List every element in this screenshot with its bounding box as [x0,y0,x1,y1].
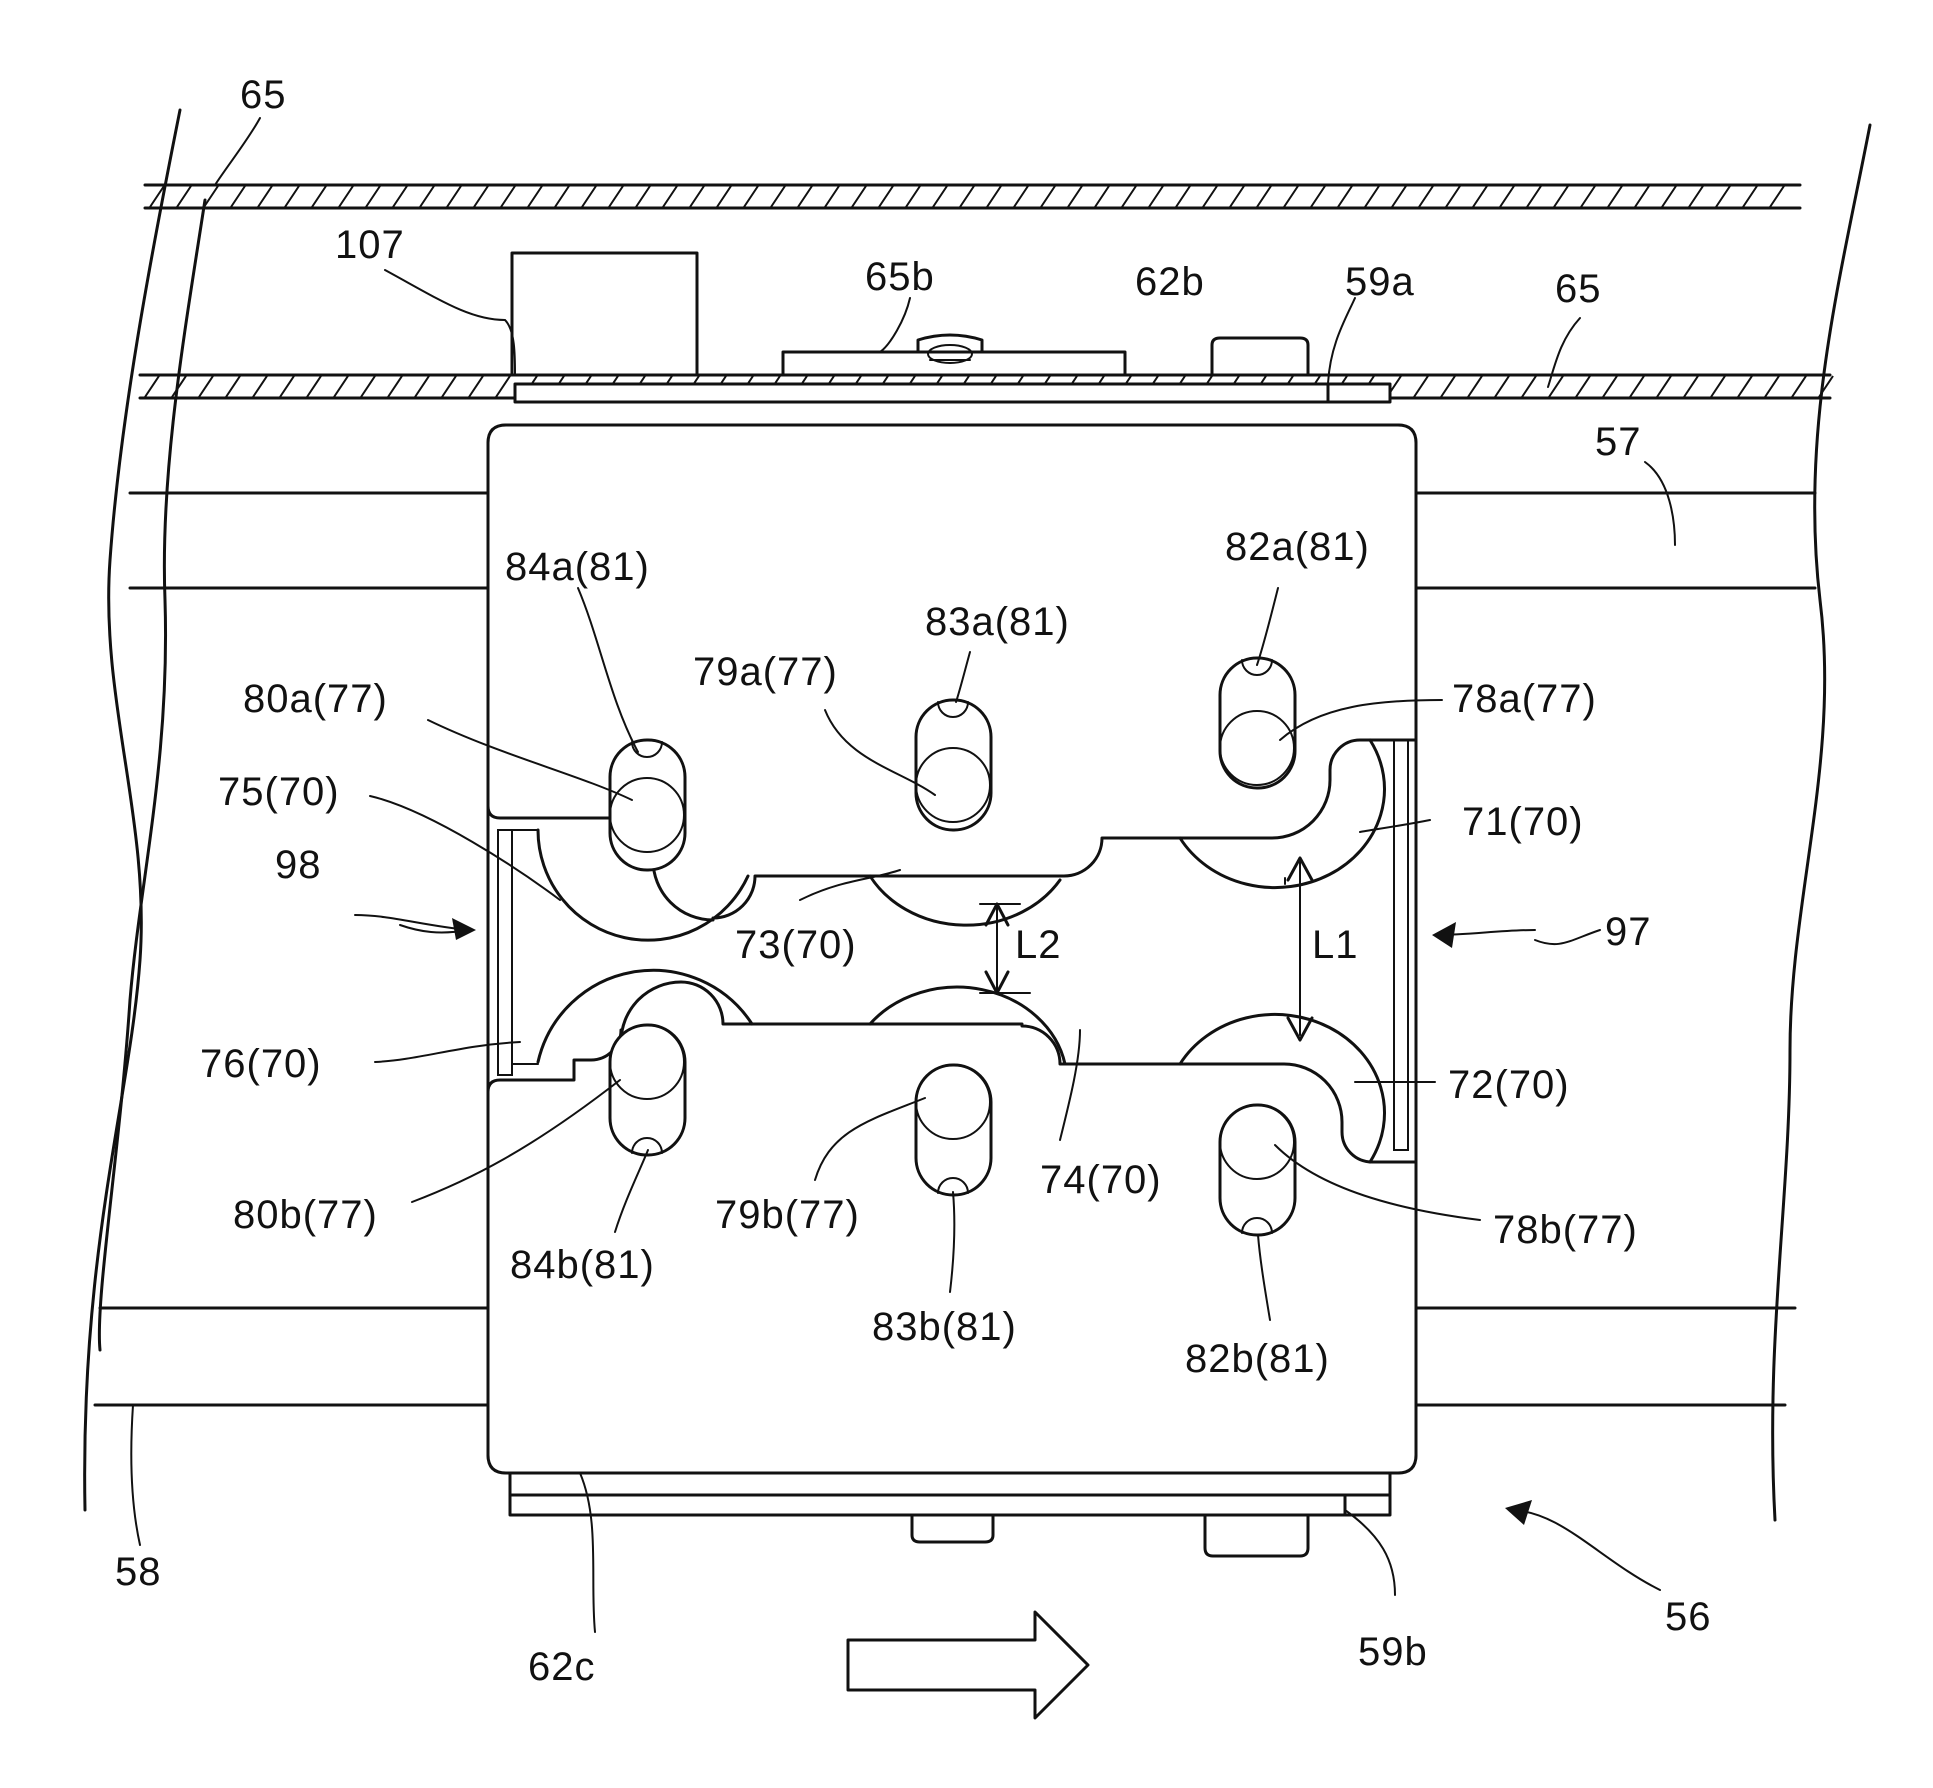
slot-79a-83a [916,700,991,830]
label-L1: L1 [1312,923,1359,967]
label-65b: 65b [865,255,935,299]
slot-78b-82b [1220,1105,1295,1235]
label-83b: 83b(81) [872,1305,1017,1349]
bracket-59b [510,1473,1390,1495]
label-75: 75(70) [218,770,340,814]
label-78a: 78a(77) [1452,677,1597,721]
label-79b: 79b(77) [715,1193,860,1237]
label-83a: 83a(81) [925,600,1070,644]
component-107-box [512,253,697,375]
label-62c: 62c [528,1645,596,1689]
right-break-line [1773,125,1870,1520]
arrowhead-56 [1505,1500,1532,1525]
label-59b: 59b [1358,1630,1428,1674]
label-62b: 62b [1135,260,1205,304]
label-59a: 59a [1345,260,1415,304]
left-break-line-outer [85,110,180,1510]
label-65-top: 65 [240,73,287,117]
label-L2: L2 [1015,923,1062,967]
bracket-59b-lower [510,1495,1390,1515]
label-58: 58 [115,1550,162,1594]
screw-head [918,335,982,352]
label-56: 56 [1665,1595,1712,1639]
bump-59a [1212,338,1308,375]
label-78b: 78b(77) [1493,1208,1638,1252]
slot-78a-82a [1220,658,1295,788]
bracket-59a [515,384,1390,402]
label-107: 107 [335,223,405,267]
label-72: 72(70) [1448,1063,1570,1107]
label-73: 73(70) [735,923,857,967]
label-71: 71(70) [1462,800,1584,844]
label-65-right: 65 [1555,267,1602,311]
slot-80b-84b [610,1025,685,1155]
label-57: 57 [1595,420,1642,464]
left-break-line-inner [99,200,205,1350]
label-84b: 84b(81) [510,1243,655,1287]
label-82b: 82b(81) [1185,1337,1330,1381]
slot-80a-84a [610,740,685,870]
bottom-nut-left [912,1515,993,1542]
bottom-nut-right [1205,1515,1308,1556]
hatch-top [150,186,1784,207]
arrowhead-97 [1432,922,1456,948]
label-80a: 80a(77) [243,677,388,721]
label-79a: 79a(77) [693,650,838,694]
arrowhead-98 [452,918,476,940]
label-74: 74(70) [1040,1158,1162,1202]
direction-arrow [848,1612,1088,1718]
label-98: 98 [275,843,322,887]
slot-79b-83b [916,1065,991,1195]
label-80b: 80b(77) [233,1193,378,1237]
label-82a: 82a(81) [1225,525,1370,569]
label-97: 97 [1605,910,1652,954]
label-84a: 84a(81) [505,545,650,589]
label-76: 76(70) [200,1042,322,1086]
